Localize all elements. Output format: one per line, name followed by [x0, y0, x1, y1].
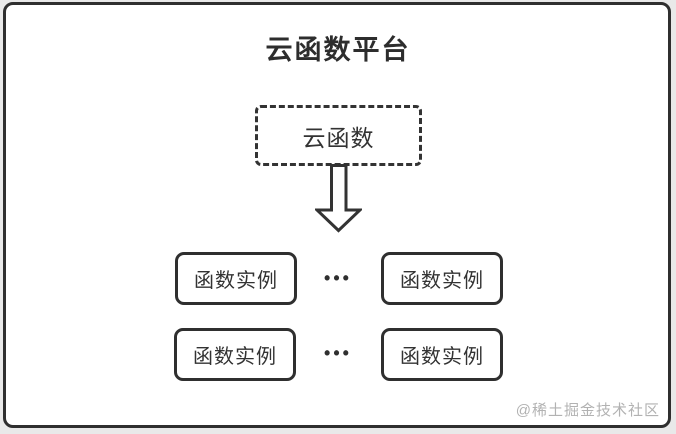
function-instance-box: 函数实例 [175, 252, 297, 305]
ellipsis-dots: ••• [324, 343, 352, 363]
function-instance-box: 函数实例 [381, 252, 503, 305]
function-instance-label: 函数实例 [193, 346, 277, 368]
page-title: 云函数平台 [265, 35, 411, 65]
function-instance-label: 函数实例 [400, 346, 484, 368]
cloud-function-box: 云函数 [255, 105, 422, 166]
watermark: @稀土掘金技术社区 [515, 402, 660, 419]
function-instance-box: 函数实例 [381, 328, 503, 381]
down-arrow-icon [315, 164, 362, 233]
function-instance-label: 函数实例 [400, 270, 484, 292]
ellipsis-dots: ••• [324, 268, 352, 288]
function-instance-box: 函数实例 [174, 328, 296, 381]
function-instance-label: 函数实例 [194, 270, 278, 292]
cloud-function-label: 云函数 [302, 124, 375, 151]
